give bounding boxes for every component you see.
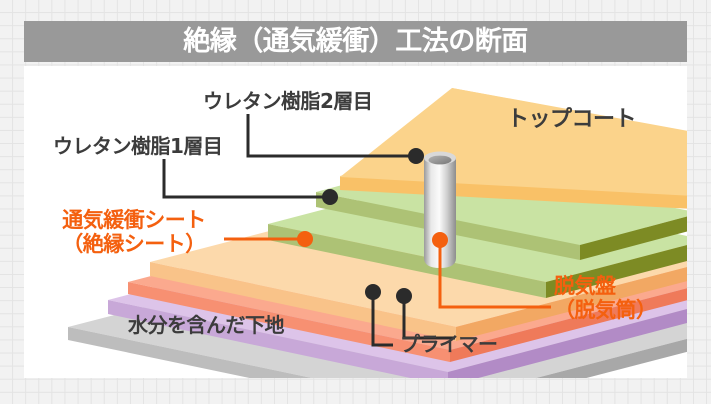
label-substrate: 水分を含んだ下地	[128, 313, 285, 337]
label-vent-sheet: 通気緩衝シート （絶縁シート）	[20, 208, 248, 256]
label-vent-sheet-line1: 通気緩衝シート	[62, 208, 206, 232]
label-deaerator-line1: 脱気盤	[554, 274, 616, 298]
label-urethane-layer1: ウレタン樹脂1層目	[53, 134, 223, 158]
label-primer: プライマー	[400, 332, 498, 356]
page-title-bar: 絶縁（通気緩衝）工法の断面	[24, 21, 687, 62]
label-deaerator: 脱気盤 （脱気筒）	[554, 274, 657, 322]
label-deaerator-line2: （脱気筒）	[554, 297, 657, 322]
label-urethane-layer2: ウレタン樹脂2層目	[203, 89, 373, 113]
label-top-coat: トップコート	[507, 107, 637, 132]
label-vent-sheet-line2: （絶縁シート）	[62, 231, 206, 256]
page-title: 絶縁（通気緩衝）工法の断面	[183, 26, 528, 57]
